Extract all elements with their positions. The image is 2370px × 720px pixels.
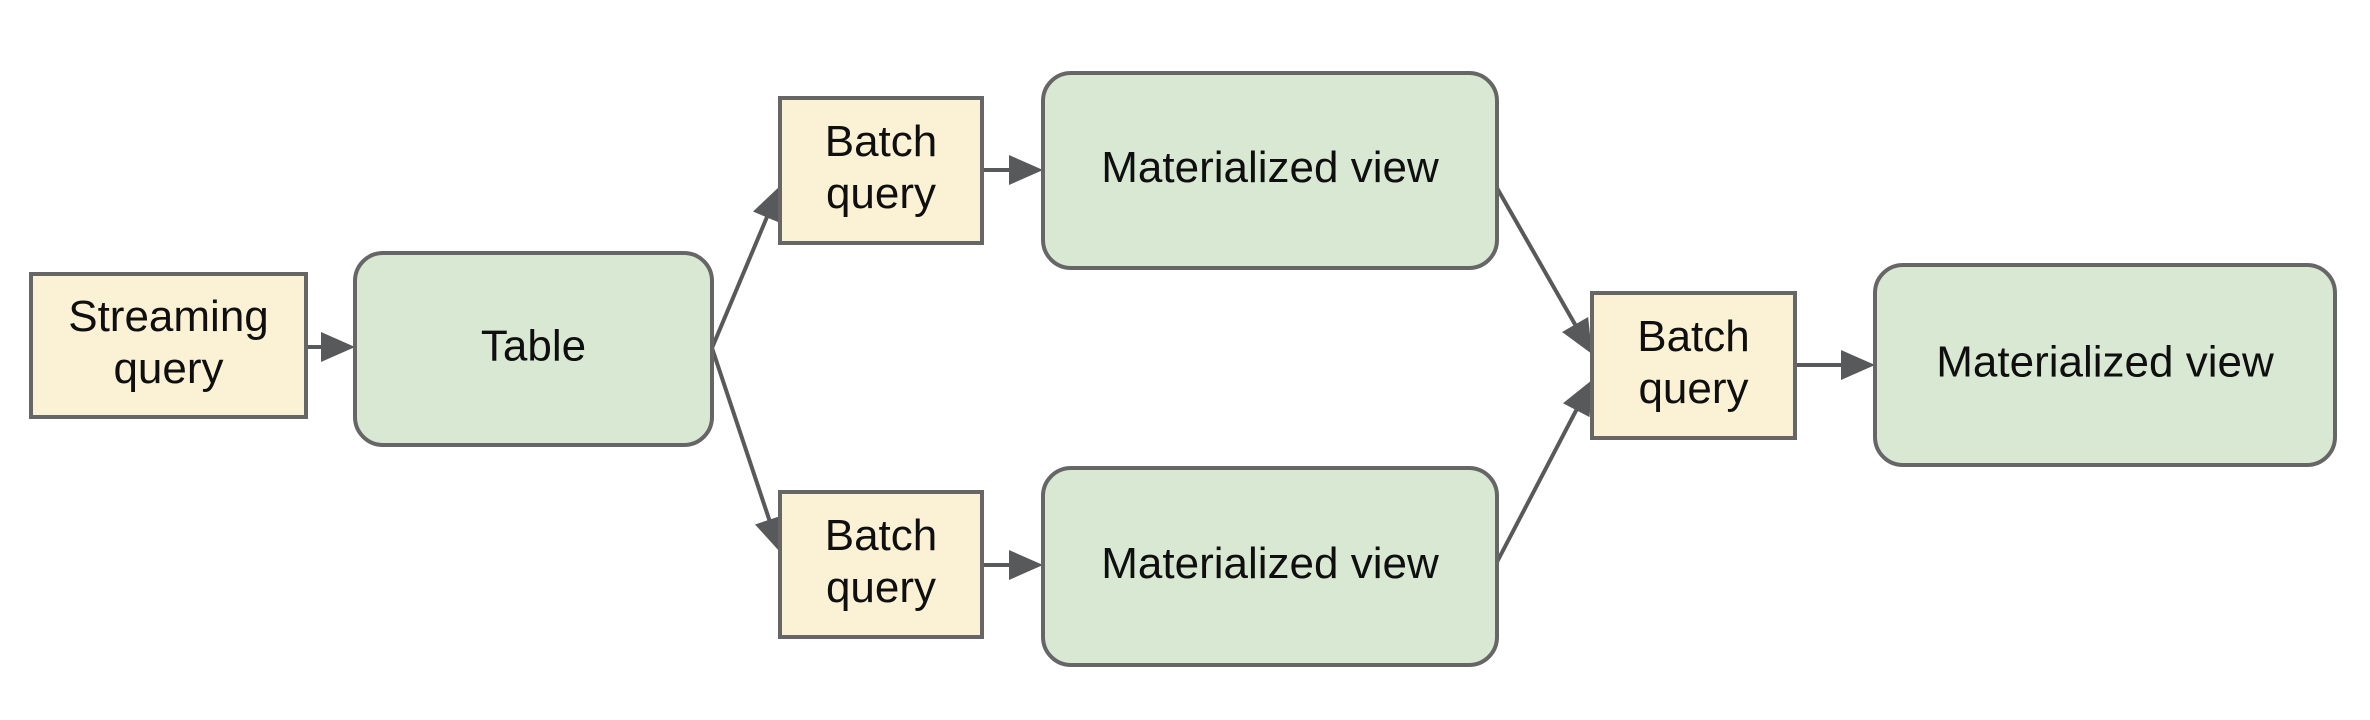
node-label-batch-query-top: Batch: [825, 117, 938, 166]
node-label-materialized-view-top: Materialized view: [1101, 143, 1439, 192]
edge-arrowhead: [1841, 350, 1875, 380]
node-shape-batch-query-bottom[interactable]: [778, 490, 984, 639]
node-label-table: Table: [481, 322, 586, 371]
edge-batch-query-top-to-materialized-view-top: [982, 155, 1043, 185]
edge-line: [710, 347, 773, 525]
edge-arrowhead: [753, 186, 781, 224]
node-label-streaming-query: query: [113, 344, 223, 393]
node-label-batch-query-bottom: query: [826, 563, 936, 612]
edge-streaming-query-to-table: [306, 332, 355, 362]
node-shape-batch-query-merge[interactable]: [1590, 291, 1797, 440]
edge-line: [1495, 187, 1579, 329]
edge-table-to-batch-query-bottom: [710, 347, 784, 552]
node-label-materialized-view-final: Materialized view: [1936, 338, 2274, 387]
node-label-batch-query-bottom: Batch: [825, 511, 938, 560]
edge-arrowhead: [755, 515, 784, 552]
node-label-batch-query-merge: Batch: [1637, 312, 1750, 361]
edge-line: [710, 212, 771, 349]
node-shape-materialized-view-bottom[interactable]: [1041, 466, 1499, 667]
node-label-streaming-query: Streaming: [68, 292, 269, 341]
edge-line: [1495, 405, 1580, 563]
node-materialized-view-final[interactable]: Materialized view: [1873, 263, 2337, 467]
node-label-batch-query-merge: query: [1638, 364, 1748, 413]
node-shape-materialized-view-final[interactable]: [1873, 263, 2337, 467]
edge-materialized-view-top-to-batch-query-merge: [1495, 187, 1592, 354]
node-shape-materialized-view-top[interactable]: [1041, 71, 1499, 270]
edges-layer: [306, 155, 1875, 580]
edge-arrowhead: [1562, 317, 1592, 354]
edge-arrowhead: [1562, 380, 1592, 418]
node-label-materialized-view-bottom: Materialized view: [1101, 539, 1439, 588]
node-materialized-view-top[interactable]: Materialized view: [1041, 71, 1499, 270]
edge-batch-query-bottom-to-materialized-view-bottom: [982, 550, 1043, 580]
node-label-batch-query-top: query: [826, 169, 936, 218]
edge-table-to-batch-query-top: [710, 186, 781, 349]
edge-arrowhead: [1009, 155, 1043, 185]
node-materialized-view-bottom[interactable]: Materialized view: [1041, 466, 1499, 667]
edge-arrowhead: [321, 332, 355, 362]
node-shape-streaming-query[interactable]: [29, 272, 308, 419]
node-shape-table[interactable]: [353, 251, 714, 447]
edge-batch-query-merge-to-materialized-view-final: [1795, 350, 1875, 380]
node-table[interactable]: Table: [353, 251, 714, 447]
edge-arrowhead: [1009, 550, 1043, 580]
node-shape-batch-query-top[interactable]: [778, 96, 984, 245]
edge-materialized-view-bottom-to-batch-query-merge: [1495, 380, 1592, 563]
